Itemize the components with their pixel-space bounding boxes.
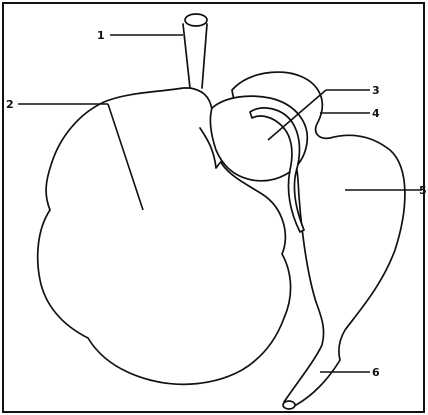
stalk-opening: [185, 14, 207, 26]
label-1: 1: [97, 29, 105, 42]
tube-end-opening: [283, 401, 295, 409]
label-6: 6: [372, 366, 380, 379]
label-2: 2: [6, 98, 14, 111]
label-5: 5: [419, 184, 427, 197]
label-4: 4: [372, 107, 380, 120]
label-3: 3: [372, 84, 380, 97]
